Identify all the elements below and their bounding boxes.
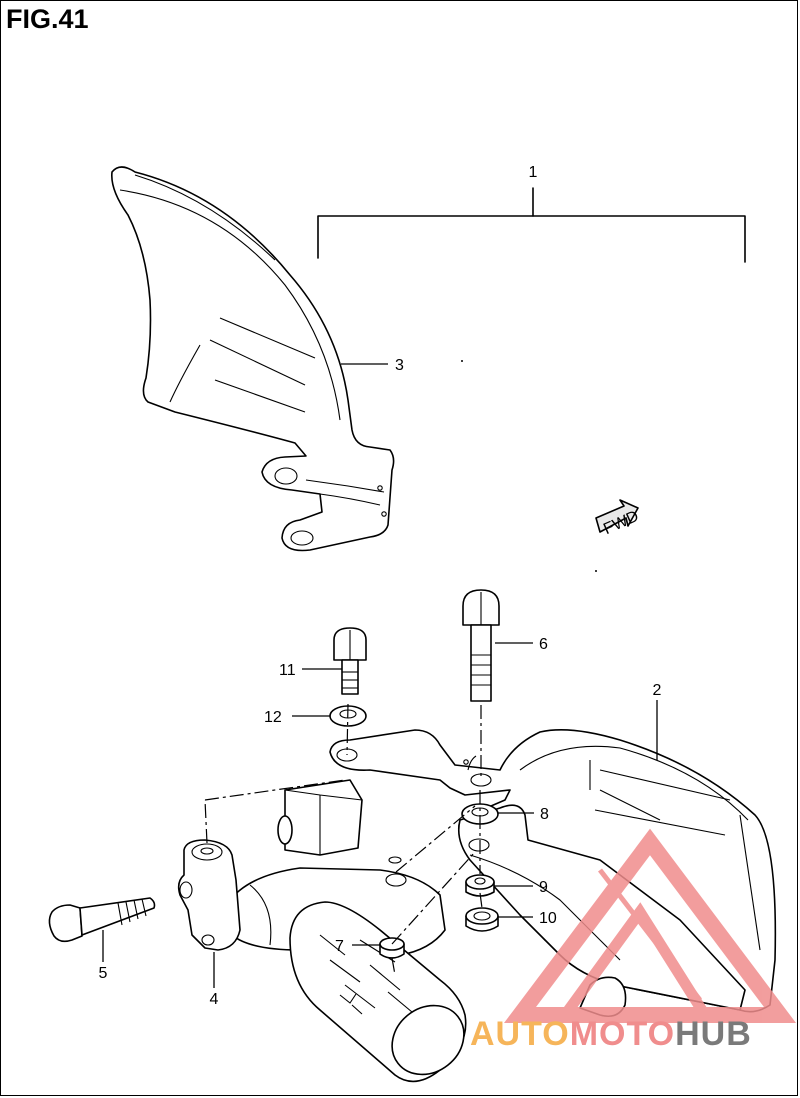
callout-4: 4 bbox=[210, 991, 219, 1008]
ring-part-10 bbox=[465, 907, 499, 932]
watermark-part-2: MOTO bbox=[569, 1015, 676, 1053]
callout-12: 12 bbox=[264, 709, 282, 726]
figure-title: FIG.41 bbox=[6, 4, 89, 34]
bolt-part-6 bbox=[462, 589, 500, 702]
callout-leaders bbox=[102, 363, 658, 988]
callout-10: 10 bbox=[539, 910, 557, 927]
callout-11: 11 bbox=[279, 662, 296, 679]
callout-5: 5 bbox=[99, 965, 108, 982]
bolt-part-11 bbox=[333, 627, 367, 695]
assembly-bracket bbox=[317, 187, 746, 263]
callout-3: 3 bbox=[395, 357, 404, 374]
bolt-part-5 bbox=[48, 897, 156, 943]
watermark-text: AUTOMOTOHUB bbox=[470, 1015, 752, 1054]
forward-direction-marker: FWD bbox=[595, 499, 641, 538]
upper-hand-guard-part bbox=[111, 166, 395, 552]
callout-1: 1 bbox=[529, 164, 538, 181]
callout-6: 6 bbox=[539, 636, 548, 653]
assembly-centerlines bbox=[204, 703, 483, 976]
callout-9: 9 bbox=[539, 879, 548, 896]
watermark-part-1: AUTO bbox=[470, 1015, 570, 1053]
watermark-logo-icon bbox=[503, 828, 797, 1023]
callout-2: 2 bbox=[653, 682, 662, 699]
handlebar-and-clamp-part bbox=[177, 779, 467, 1083]
callout-7: 7 bbox=[335, 938, 344, 955]
callout-labels: 1 2 3 4 5 6 7 8 9 10 11 12 bbox=[99, 164, 662, 1008]
collar-part-9 bbox=[465, 874, 495, 897]
watermark-part-3: HUB bbox=[675, 1015, 752, 1053]
callout-8: 8 bbox=[540, 806, 549, 823]
